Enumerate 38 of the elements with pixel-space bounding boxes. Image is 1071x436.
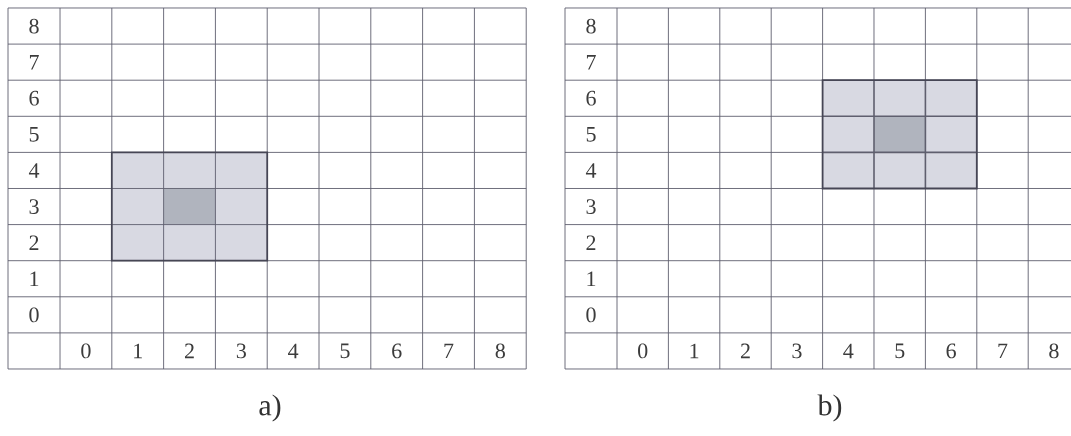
column-label: 0 xyxy=(638,343,648,359)
row-label: 8 xyxy=(29,18,39,34)
column-label: 7 xyxy=(998,343,1008,359)
column-label: 4 xyxy=(843,343,854,359)
column-label: 5 xyxy=(340,343,350,359)
row-label: 3 xyxy=(29,199,39,214)
row-label: 4 xyxy=(585,163,597,178)
column-label: 3 xyxy=(236,343,246,359)
panel-caption: a) xyxy=(259,394,281,422)
row-label: 1 xyxy=(587,271,596,287)
row-label: 2 xyxy=(29,235,39,250)
panel-caption: b) xyxy=(817,394,842,422)
row-label: 8 xyxy=(586,18,596,34)
row-label: 7 xyxy=(29,55,39,70)
column-label: 8 xyxy=(495,343,505,359)
row-label: 0 xyxy=(29,307,39,323)
column-label: 0 xyxy=(81,343,91,359)
row-label: 6 xyxy=(29,90,39,106)
column-label: 4 xyxy=(288,343,299,359)
row-label: 5 xyxy=(586,127,596,142)
row-label: 7 xyxy=(586,55,596,70)
column-label: 1 xyxy=(690,343,699,359)
column-label: 5 xyxy=(895,343,905,359)
row-label: 0 xyxy=(586,307,596,323)
row-label: 3 xyxy=(586,199,596,214)
column-label: 6 xyxy=(946,343,956,359)
row-label: 1 xyxy=(30,271,39,287)
column-label: 2 xyxy=(185,343,194,359)
column-label: 3 xyxy=(792,343,802,359)
column-label: 1 xyxy=(134,343,142,359)
column-label: 6 xyxy=(392,343,402,359)
column-label: 8 xyxy=(1049,343,1059,359)
column-label: 2 xyxy=(740,343,750,359)
row-label: 5 xyxy=(29,127,39,142)
row-label: 6 xyxy=(586,90,596,106)
row-label: 4 xyxy=(28,163,40,178)
column-label: 7 xyxy=(444,343,454,359)
row-label: 2 xyxy=(586,235,596,250)
